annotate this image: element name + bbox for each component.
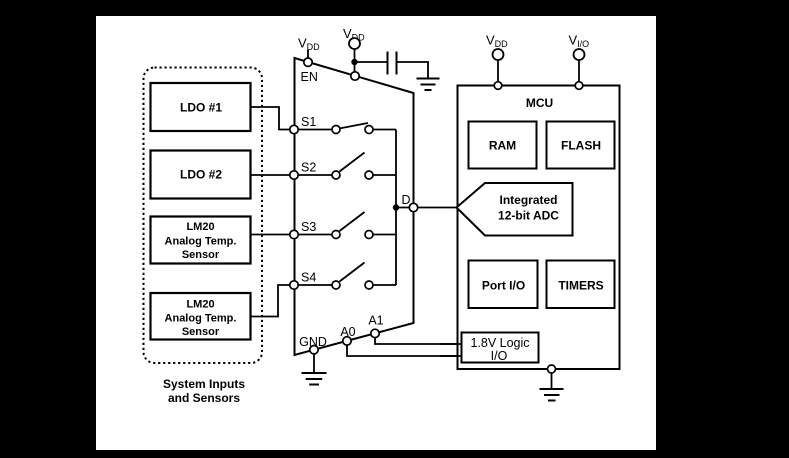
logic-io-label-line1: 1.8V Logic (470, 336, 529, 350)
switch-arm-s4 (338, 261, 366, 283)
lm20-1-line3: Sensor (182, 249, 220, 261)
ground-symbol-cap (416, 77, 440, 91)
groupbox-caption-line1: System Inputs (163, 377, 245, 391)
ground-symbol-mcu (539, 388, 564, 402)
mux-pin-s4-label: S4 (301, 271, 316, 285)
switch-arm-s2 (338, 151, 366, 173)
timers-block (545, 259, 616, 309)
ram-label: RAM (489, 139, 516, 153)
switch-s3-contact-right (364, 229, 374, 240)
vdd-label-en: VDD (298, 36, 320, 53)
ldo1-label: LDO #1 (180, 101, 222, 115)
mux-body (293, 56, 415, 357)
switch-s1-contact-right (364, 124, 374, 135)
decoupling-capacitor (357, 51, 429, 78)
wire-a0-to-logic (346, 344, 462, 357)
mcu-pin-vdd-circle (493, 80, 503, 91)
wire-ldo1-to-s1 (250, 106, 292, 131)
wire-a1-to-logic (374, 337, 462, 345)
ground-symbol-mux (301, 372, 327, 386)
vdd-terminal-mux (348, 37, 361, 50)
mux-pin-gnd-circle (308, 344, 320, 355)
mux-pin-gnd-label: GND (299, 335, 327, 349)
mux-pin-d-circle (408, 202, 419, 213)
mux-pin-d-label: D (401, 193, 410, 207)
adc-label-line1: Integrated (499, 193, 557, 207)
mcu-title: MCU (526, 96, 553, 110)
switch-arm-s1 (340, 122, 369, 130)
logic-io-block (460, 331, 540, 364)
ldo2-block (149, 149, 252, 200)
lm20-1-line2: Analog Temp. (165, 236, 237, 248)
mux-pin-a0-circle (341, 335, 353, 346)
flash-block (545, 120, 616, 170)
lm20-1-line1: LM20 (186, 221, 214, 233)
switch-s3-contact-left (331, 229, 341, 240)
flash-label: FLASH (561, 139, 601, 153)
vdd-label-supply: VDD (343, 26, 365, 43)
cap-wire-right (397, 61, 429, 78)
logic-io-label-line2: I/O (491, 349, 508, 363)
port-io-block (467, 259, 539, 309)
mux-pin-a0-label: A0 (340, 325, 355, 339)
junction-dot-d (392, 204, 400, 211)
groupbox-caption-line2: and Sensors (168, 391, 240, 405)
switch-s4-contact-right (364, 280, 374, 290)
vdd-terminal-mcu (491, 48, 505, 61)
wire-lm20b-to-s4 (250, 284, 292, 318)
mux-pin-a1-circle (369, 328, 381, 339)
switch-s1-contact-left (331, 124, 341, 135)
vdd-label-mcu: VDD (486, 33, 508, 50)
mux-pin-en-label: EN (301, 70, 318, 84)
switch-s2-contact-left (331, 170, 341, 180)
adc-block (455, 182, 574, 237)
mux-pin-a1-label: A1 (368, 314, 383, 328)
lm20-2-line3: Sensor (182, 326, 220, 338)
switch-s2-contact-right (364, 170, 374, 180)
mux-pin-en-circle (302, 57, 314, 68)
adc-label-line2: 12-bit ADC (498, 209, 559, 223)
mux-pin-s3-circle (288, 229, 300, 240)
mux-switches (294, 122, 396, 290)
junction-dot-vdd (351, 58, 358, 66)
mux-pin-s3-label: S3 (301, 220, 316, 234)
ldo2-label: LDO #2 (180, 168, 222, 182)
mux-pin-s2-circle (288, 169, 300, 181)
port-io-label: Port I/O (482, 279, 525, 293)
mux-pin-s1-label: S1 (301, 115, 316, 129)
switch-arm-s3 (338, 211, 366, 232)
lm20-sensor-1-block (149, 215, 252, 265)
ram-block (467, 120, 538, 170)
ldo1-block (149, 81, 252, 133)
mux-pin-s1-circle (288, 124, 300, 135)
mcu-pin-vio-circle (574, 80, 584, 91)
lm20-2-line1: LM20 (186, 299, 214, 311)
lm20-sensor-2-block (149, 291, 252, 341)
vio-label-mcu: VI/O (569, 33, 590, 50)
mux-pin-vdd-circle (349, 70, 361, 82)
vio-terminal-mcu (572, 48, 586, 61)
mux-pin-s4-circle (288, 279, 300, 291)
system-inputs-groupbox (142, 66, 263, 364)
switch-s4-contact-left (331, 280, 341, 290)
timers-label: TIMERS (558, 279, 603, 293)
lm20-2-line2: Analog Temp. (165, 313, 237, 325)
mux-pin-s2-label: S2 (301, 161, 316, 175)
mcu-pin-gnd-circle (546, 364, 557, 374)
